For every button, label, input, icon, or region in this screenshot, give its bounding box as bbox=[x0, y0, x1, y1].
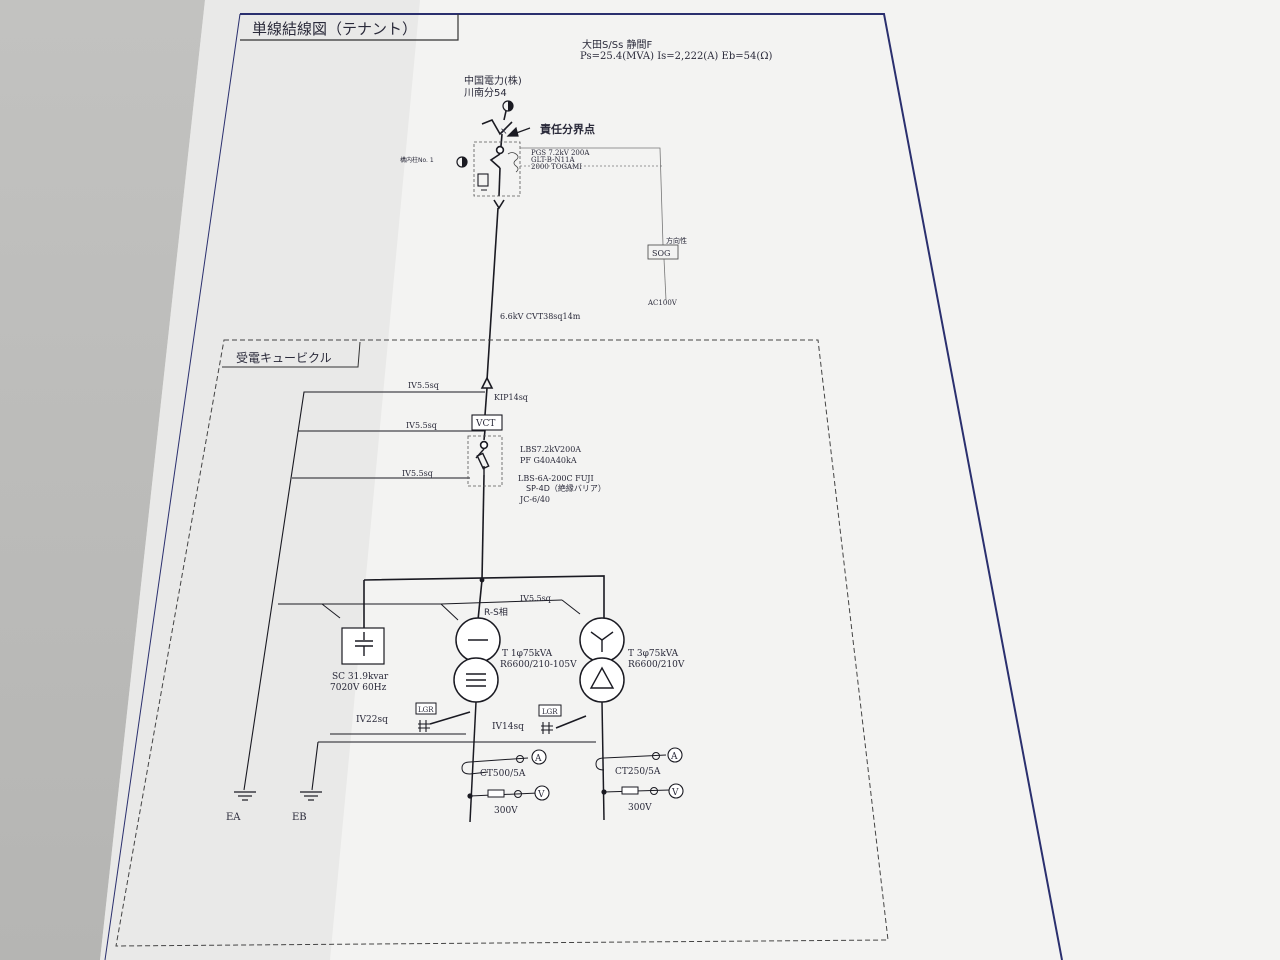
bus-junction bbox=[479, 577, 485, 583]
lgr-zct-marks bbox=[418, 720, 553, 734]
rs-phase-label: R-S相 bbox=[484, 606, 508, 618]
pgs-enclosure bbox=[473, 141, 521, 197]
substation-params: Ps=25.4(MVA) Is=2,222(A) Eb=54(Ω) bbox=[580, 51, 773, 62]
ct-label-2: CT250/5A bbox=[615, 767, 661, 777]
t3-spec-2: R6600/210V bbox=[628, 660, 685, 670]
ammeter-1 bbox=[531, 749, 547, 765]
directional-label: 方向性 bbox=[666, 236, 687, 245]
cubicle-title: 受電キュービクル bbox=[236, 351, 332, 365]
sog-label: SOG bbox=[652, 249, 670, 258]
ground-wires bbox=[243, 391, 596, 791]
main-busbar bbox=[363, 575, 605, 628]
vt-branch-2 bbox=[603, 786, 671, 795]
earth-symbol-eb bbox=[300, 791, 322, 801]
vct-box bbox=[471, 414, 503, 431]
cubicle-frame bbox=[115, 339, 889, 947]
volt-label-2: 300V bbox=[628, 803, 652, 813]
paper-shadow-gradient bbox=[100, 0, 420, 960]
ammeter-1-symbol: A bbox=[534, 754, 542, 764]
lgr-label-1: LGR bbox=[418, 706, 434, 714]
busbar-ground-taps bbox=[321, 599, 581, 621]
lgr-label-2: LGR bbox=[542, 708, 558, 716]
substation-name: 大田S/Ss 静間F bbox=[582, 38, 652, 51]
voltmeter-1 bbox=[534, 785, 550, 801]
lbs-enclosure bbox=[467, 435, 503, 487]
sc-spec-1: SC 31.9kvar bbox=[332, 672, 389, 682]
t3-spec-1: T 3φ75kVA bbox=[628, 649, 679, 659]
iv14-label: IV14sq bbox=[492, 722, 524, 732]
t3-star-icon bbox=[590, 631, 614, 652]
premise-pole-symbol bbox=[456, 156, 468, 168]
earth-label-ea: EA bbox=[226, 812, 241, 823]
incoming-cable-label: 6.6kV CVT38sq14m bbox=[500, 312, 581, 321]
voltmeter-1-symbol: V bbox=[537, 790, 545, 800]
main-trunk bbox=[479, 110, 513, 581]
diagram-title: 単線結線図（テナント） bbox=[252, 20, 417, 38]
utility-pole: 川南分54 bbox=[464, 86, 507, 99]
vt-terminal-2 bbox=[650, 787, 658, 795]
pgs-spec-3: 2000 TOGAMI bbox=[531, 163, 582, 171]
title-tab bbox=[240, 14, 459, 41]
lbs-fuse-symbol bbox=[475, 448, 490, 475]
lgr-box-1 bbox=[415, 702, 437, 715]
voltmeter-2 bbox=[668, 783, 684, 799]
iv-label-2: IV5.5sq bbox=[406, 421, 437, 430]
volt-label-1: 300V bbox=[494, 806, 518, 816]
iv-label-1: IV5.5sq bbox=[408, 381, 439, 390]
earth-symbol-ea bbox=[234, 791, 256, 801]
iv-label-4: IV5.5sq bbox=[520, 594, 551, 603]
lightning-arrester bbox=[477, 173, 489, 187]
utility-pole-symbol bbox=[502, 100, 514, 112]
iv22-label: IV22sq bbox=[356, 715, 388, 725]
vct-label: VCT bbox=[475, 419, 495, 429]
vt-branch-1 bbox=[469, 789, 539, 798]
boundary-arrow bbox=[506, 126, 531, 137]
t1-winding-icons bbox=[466, 639, 488, 687]
ct-coil-2 bbox=[595, 754, 667, 771]
capacitor-icon bbox=[355, 632, 373, 656]
ct-coil-1 bbox=[461, 757, 529, 775]
lbs-spec-3: LBS-6A-200C FUJI bbox=[518, 474, 594, 483]
iv-label-3: IV5.5sq bbox=[402, 469, 433, 478]
pgs-ct-coil bbox=[507, 152, 519, 173]
drawing-border-left bbox=[104, 13, 241, 960]
cubicle-title-tab bbox=[222, 341, 361, 368]
utility-company: 中国電力(株) bbox=[464, 74, 522, 87]
pgs-spec-1: PGS 7.2kV 200A bbox=[531, 149, 590, 157]
drawing-border bbox=[240, 13, 1063, 960]
pgs-spec-2: GLT-B-N11A bbox=[531, 156, 575, 164]
ct-terminal-2 bbox=[652, 752, 660, 760]
earth-label-eb: EB bbox=[292, 812, 307, 823]
sc-spec-2: 7020V 60Hz bbox=[330, 683, 387, 693]
ac-supply-label: AC100V bbox=[647, 299, 678, 307]
sog-wiring bbox=[520, 147, 667, 301]
lbs-spec-2: PF G40A40kA bbox=[520, 456, 577, 465]
kip-cable-label: KIP14sq bbox=[494, 393, 528, 402]
tick-mark: × bbox=[500, 127, 508, 137]
secondary-feeders bbox=[429, 701, 605, 823]
ammeter-2-symbol: A bbox=[670, 752, 678, 762]
ammeter-2 bbox=[667, 747, 683, 763]
t1-spec-2: R6600/210-105V bbox=[500, 660, 577, 670]
responsibility-boundary: 責任分界点 bbox=[540, 122, 595, 136]
lbs-spec-4: SP-4D（絶縁バリア） bbox=[526, 483, 606, 493]
lbs-spec-5: JC-6/40 bbox=[519, 495, 550, 504]
lbs-spec-1: LBS7.2kV200A bbox=[520, 445, 581, 454]
ct-label-1: CT500/5A bbox=[480, 769, 526, 779]
vt-terminal-1 bbox=[514, 790, 522, 798]
t1-spec-1: T 1φ75kVA bbox=[502, 649, 553, 659]
lgr-box-2 bbox=[538, 704, 562, 717]
t3-delta-icon bbox=[589, 666, 615, 689]
sog-box bbox=[647, 244, 679, 260]
voltmeter-2-symbol: V bbox=[671, 788, 679, 798]
ct-terminal-1 bbox=[516, 755, 524, 763]
premise-pole-label: 構内柱No. 1 bbox=[400, 156, 434, 164]
